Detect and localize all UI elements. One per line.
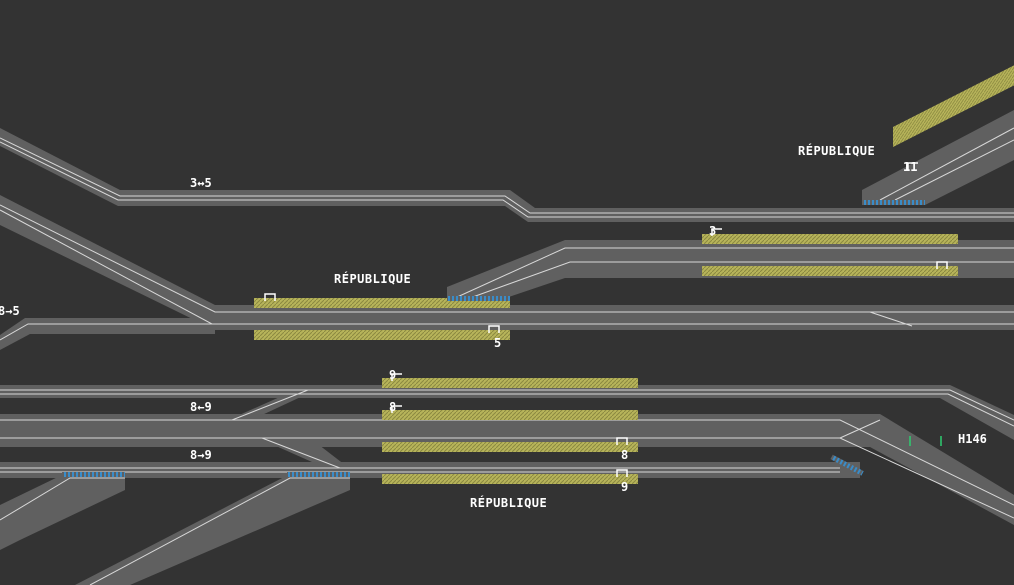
station-name-bottom: RÉPUBLIQUE — [470, 495, 547, 510]
signal-marker[interactable] — [391, 373, 402, 381]
signal-marker[interactable] — [936, 261, 948, 269]
station-name-middle: RÉPUBLIQUE — [334, 271, 411, 286]
signal-marker[interactable] — [264, 293, 276, 301]
platform-line-8-north — [382, 410, 638, 420]
line-number-8-bottom: 8 — [621, 448, 628, 462]
platform-line-9-south — [382, 474, 638, 484]
junction-label-8-5: 8→5 — [0, 304, 20, 318]
line-number-9-top: 9 — [389, 368, 396, 382]
platforms — [254, 65, 1014, 484]
signal-marker[interactable] — [488, 325, 500, 333]
track-beds — [0, 110, 1014, 585]
junction-label-3-5: 3↔5 — [190, 176, 212, 190]
platform-line-8-south — [382, 442, 638, 452]
line-number-5: 5 — [494, 336, 501, 350]
escalators — [62, 200, 925, 477]
platform-line-5-north — [254, 298, 510, 308]
rails — [0, 127, 1014, 585]
platform-line-11 — [893, 65, 1014, 147]
signal-marker[interactable] — [616, 469, 628, 477]
line-number-9-bottom: 9 — [621, 480, 628, 494]
signal-marker[interactable] — [711, 228, 722, 236]
platform-line-3-south — [702, 266, 958, 276]
signal-id-label: H146 — [958, 432, 987, 446]
junction-label-8-9-bottom: 8→9 — [190, 448, 212, 462]
platform-line-3-north — [702, 234, 958, 244]
platform-line-9-north — [382, 378, 638, 388]
line-number-3: 3 — [709, 224, 716, 238]
station-name-top-right: RÉPUBLIQUE — [798, 143, 875, 158]
green-signals — [909, 436, 942, 446]
signal-marker[interactable] — [907, 162, 918, 171]
platform-line-5-south — [254, 330, 510, 340]
signal-marker[interactable] — [616, 437, 628, 445]
junction-label-8-9-top: 8←9 — [190, 400, 212, 414]
line-number-8-top: 8 — [389, 400, 396, 414]
line-number-11: 11 — [903, 160, 917, 174]
signal-marker[interactable] — [391, 405, 402, 413]
signals — [264, 162, 948, 477]
